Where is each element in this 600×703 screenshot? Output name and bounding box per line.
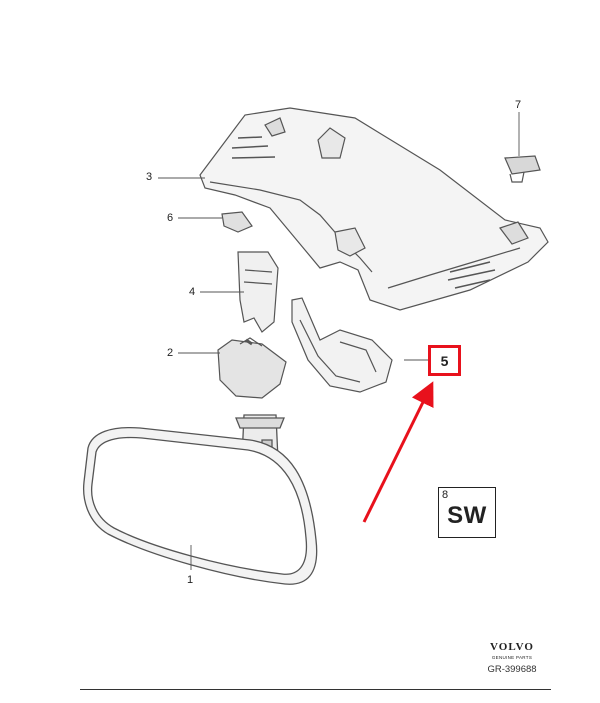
brand-subtitle: GENUINE PARTS: [491, 655, 533, 660]
part-1-mirror-drawing: [82, 414, 318, 585]
part-5-lower-cover-drawing: [291, 297, 393, 393]
footer-divider: [80, 689, 551, 690]
callout-2: 2: [167, 347, 174, 359]
callout-7: 7: [515, 99, 522, 111]
part-7-clip-drawing: [504, 155, 541, 183]
callout-4: 4: [189, 286, 196, 298]
leader-lines: [158, 112, 520, 570]
diagram-reference-number: GR-399688: [487, 664, 537, 675]
part-2-mount-drawing: [217, 337, 287, 399]
red-arrow: [362, 381, 434, 523]
highlight-box-callout-5: 5: [428, 345, 461, 376]
software-code: SW: [447, 502, 487, 529]
callout-6: 6: [167, 212, 174, 224]
callout-1: 1: [187, 574, 194, 586]
callout-5: 5: [440, 352, 449, 369]
callout-3: 3: [146, 171, 153, 183]
part-4-bracket-drawing: [237, 251, 279, 333]
part-3-cover-drawing: [199, 107, 549, 311]
part-6-connector-drawing: [221, 211, 253, 233]
callout-8: 8: [442, 489, 449, 501]
brand-logo: VOLVO: [490, 641, 534, 653]
software-item-box: 8 SW: [438, 487, 496, 538]
